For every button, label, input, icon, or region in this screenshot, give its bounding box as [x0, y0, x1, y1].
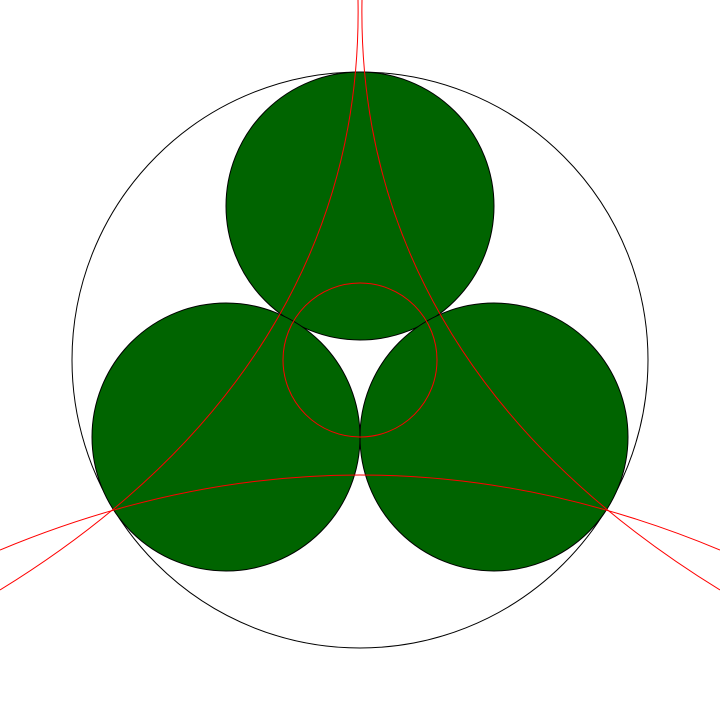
disk-group: [91, 71, 629, 572]
arc-top-right: [361, 0, 720, 591]
top-disk: [225, 71, 495, 341]
construction-group: [0, 0, 720, 591]
inner-tangent-circle: [282, 282, 438, 438]
arc-bottom: [0, 474, 720, 551]
lower-right-disk: [359, 302, 629, 572]
lower-left-disk: [91, 302, 361, 572]
arc-top-left: [0, 0, 359, 591]
